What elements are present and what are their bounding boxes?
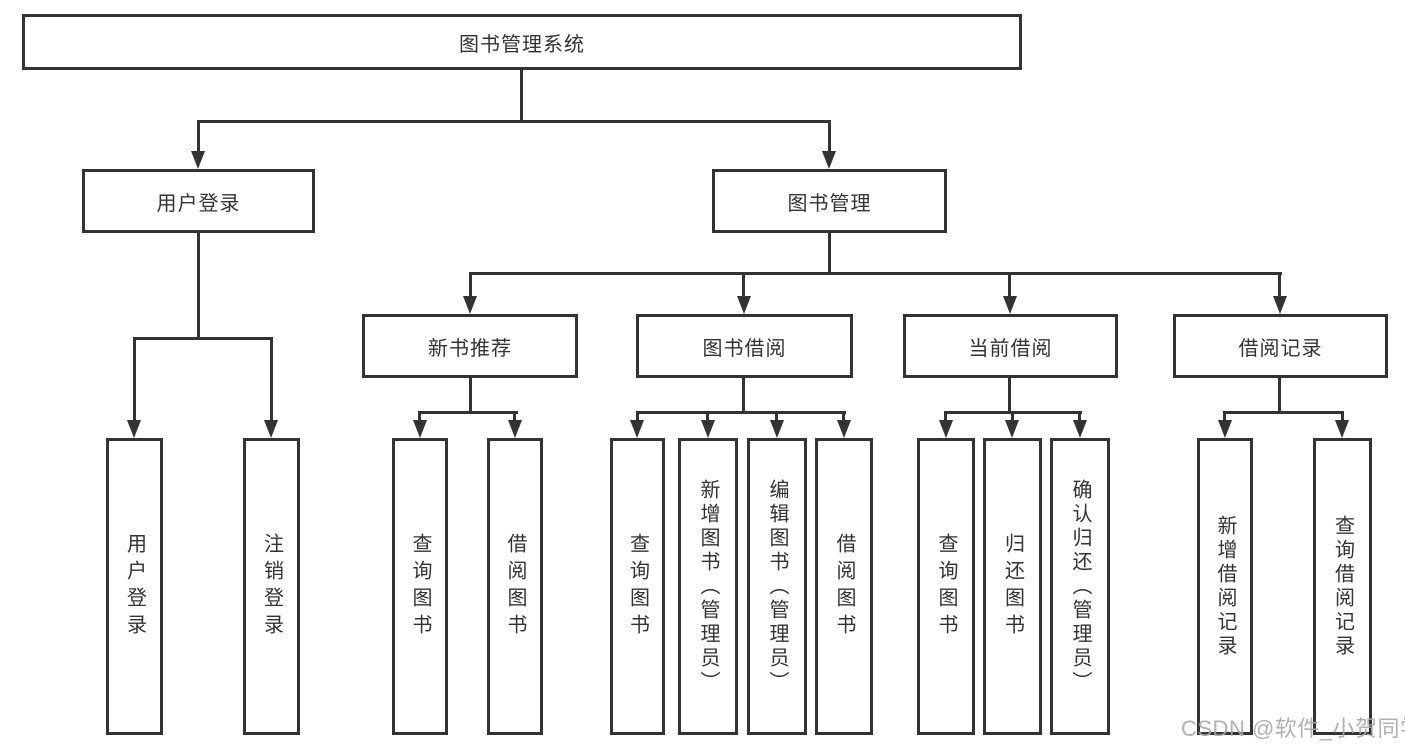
connector-line (469, 272, 1282, 275)
arrowhead-icon (836, 420, 851, 438)
arrowhead-icon (1003, 296, 1017, 314)
node-borrow-books-2: 借阅图书 (815, 438, 873, 735)
arrowhead-icon (1335, 420, 1349, 438)
arrowhead-icon (822, 151, 836, 169)
node-borrow-books-1: 借阅图书 (487, 438, 543, 735)
connector-line (1278, 274, 1281, 298)
node-book-management: 图书管理 (712, 169, 947, 233)
node-library-management-system: 图书管理系统 (22, 14, 1022, 70)
connector-line (828, 233, 831, 275)
connector-line (418, 412, 421, 422)
connector-line (513, 412, 516, 422)
node-add-borrow-record: 新增借阅记录 (1197, 438, 1253, 735)
node-new-book-recommend: 新书推荐 (362, 314, 578, 378)
arrowhead-icon (127, 420, 141, 438)
node-user-login-leaf: 用户登录 (106, 438, 163, 735)
leaf-label: 查询图书 (409, 532, 431, 641)
arrowhead-icon (769, 420, 784, 438)
leaf-label: 借阅图书 (833, 532, 855, 641)
node-query-books-3: 查询图书 (917, 438, 975, 735)
arrowhead-icon (1005, 420, 1019, 438)
node-edit-books-admin: 编辑图书（管理员） (747, 438, 807, 735)
connector-line (469, 274, 472, 298)
arrowhead-icon (264, 420, 278, 438)
arrowhead-icon (700, 420, 715, 438)
node-borrow-records: 借阅记录 (1173, 314, 1388, 378)
leaf-label: 新增图书（管理员） (697, 478, 719, 695)
connector-line (197, 120, 831, 123)
node-query-books-2: 查询图书 (610, 438, 665, 735)
leaf-label: 注销登录 (260, 532, 283, 641)
leaf-label: 确认归还（管理员） (1069, 478, 1091, 695)
connector-line (469, 378, 472, 414)
arrowhead-icon (1217, 420, 1232, 438)
node-confirm-return-admin: 确认归还（管理员） (1050, 438, 1110, 735)
node-logout: 注销登录 (243, 438, 300, 735)
connector-line (197, 121, 200, 153)
leaf-label: 编辑图书（管理员） (766, 478, 788, 695)
node-current-borrowing: 当前借阅 (903, 314, 1118, 378)
connector-line (636, 411, 846, 414)
connector-line (706, 412, 709, 422)
connector-line (1008, 378, 1011, 414)
connector-line (775, 412, 778, 422)
connector-line (1008, 274, 1011, 298)
arrowhead-icon (1273, 296, 1287, 314)
leaf-label: 查询图书 (626, 532, 649, 641)
arrowhead-icon (412, 420, 427, 438)
connector-line (418, 411, 518, 414)
node-query-borrow-record: 查询借阅记录 (1313, 438, 1372, 735)
arrowhead-icon (630, 420, 644, 438)
arrowhead-icon (191, 151, 205, 169)
connector-line (133, 339, 136, 422)
connector-line (742, 378, 745, 414)
connector-line (1223, 412, 1226, 422)
node-user-login: 用户登录 (82, 169, 315, 233)
connector-line (1078, 412, 1081, 422)
leaf-label: 新增借阅记录 (1214, 514, 1236, 659)
connector-line (270, 339, 273, 422)
connector-line (133, 337, 273, 340)
csdn-watermark: CSDN @软件_小贺同学 (1181, 716, 1405, 741)
leaf-label: 用户登录 (123, 532, 146, 641)
connector-line (1278, 378, 1281, 414)
leaf-label: 查询借阅记录 (1331, 514, 1354, 659)
arrowhead-icon (507, 420, 522, 438)
connector-line (842, 412, 845, 422)
connector-line (197, 233, 200, 340)
node-return-books: 归还图书 (983, 438, 1042, 735)
leaf-label: 归还图书 (1001, 532, 1024, 641)
node-add-books-admin: 新增图书（管理员） (678, 438, 738, 735)
connector-line (1223, 411, 1344, 414)
connector-line (1011, 412, 1014, 422)
connector-line (742, 274, 745, 298)
connector-line (636, 412, 639, 422)
connector-line (520, 70, 523, 121)
node-query-books-1: 查询图书 (392, 438, 448, 735)
connector-line (1341, 412, 1344, 422)
connector-line (944, 412, 947, 422)
arrowhead-icon (463, 296, 477, 314)
arrowhead-icon (938, 420, 953, 438)
arrowhead-icon (736, 296, 751, 314)
node-book-borrowing: 图书借阅 (636, 314, 853, 378)
leaf-label: 查询图书 (935, 532, 957, 641)
connector-line (828, 121, 831, 153)
leaf-label: 借阅图书 (504, 532, 526, 641)
arrowhead-icon (1072, 420, 1087, 438)
